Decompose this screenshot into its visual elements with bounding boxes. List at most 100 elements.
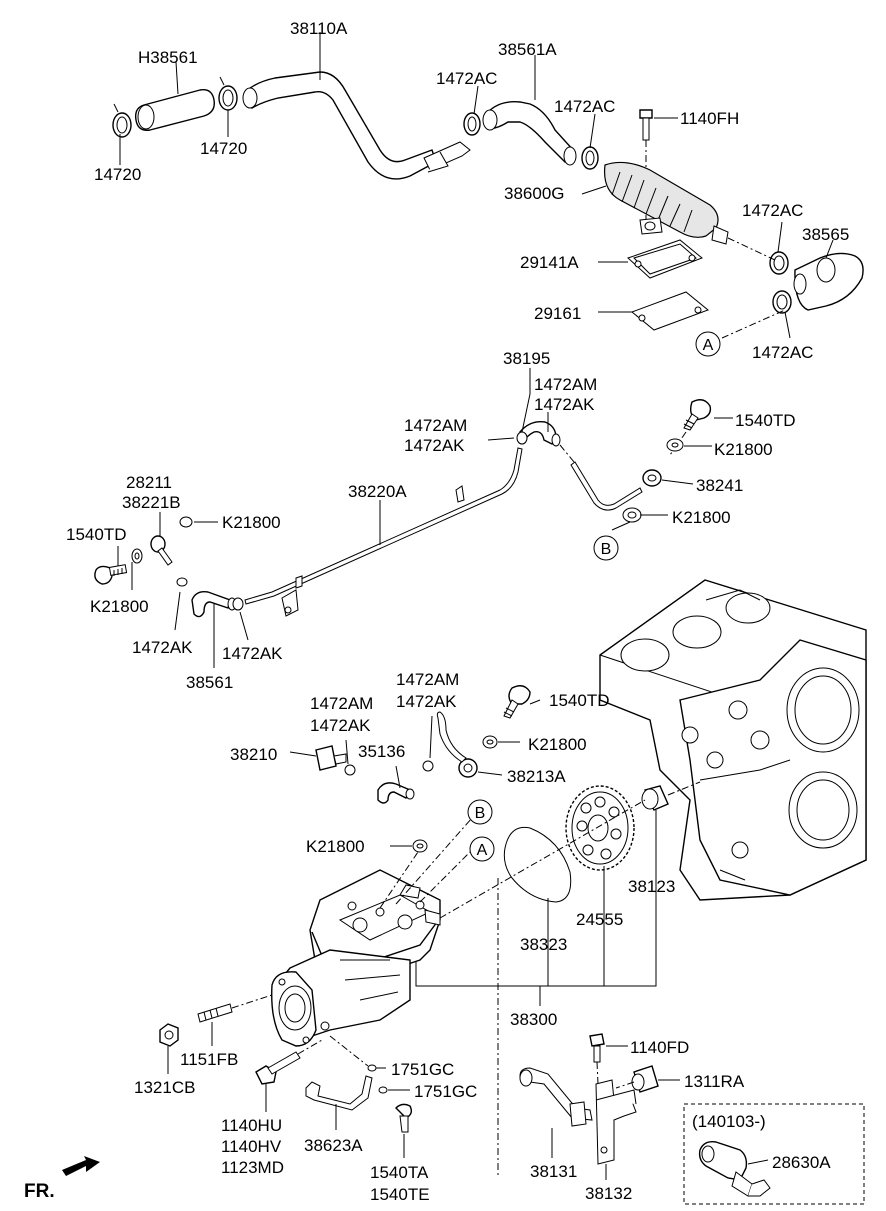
label-1472ak-5: 1472AK (396, 692, 457, 711)
label-1472ak-2: 1472AK (404, 436, 465, 455)
label-38623a: 38623A (304, 1136, 363, 1155)
callout-a-low-text: A (477, 842, 488, 859)
label-1540td-3: 1540TD (549, 691, 609, 710)
nut-1321cb (159, 1023, 179, 1047)
hose-clamp-1472ac-right (769, 251, 789, 275)
label-k21800-4: K21800 (90, 597, 149, 616)
washer-k21800-left (131, 548, 143, 564)
label-38221b: 38221B (122, 493, 181, 512)
label-1140hu: 1140HU (221, 1116, 282, 1135)
pipe-38220a (244, 447, 523, 617)
label-1472am-3: 1472AM (396, 670, 459, 689)
label-1151fb: 1151FB (180, 1050, 238, 1069)
washer-k21800-small (179, 516, 193, 528)
pipe-38131 (519, 1067, 593, 1127)
centerline-low-5 (419, 851, 471, 903)
bolt-1540td-left (94, 564, 128, 585)
label-k21800-2: K21800 (672, 508, 731, 527)
label-1472ak-4: 1472AK (222, 644, 283, 663)
hose-38565 (793, 252, 864, 311)
label-1472ak-6: 1472AK (310, 716, 371, 735)
label-38110a: 38110A (290, 19, 348, 38)
label-1472ac-3: 1472AC (742, 201, 803, 220)
label-1540td-1: 1540TD (735, 411, 795, 430)
cover-plate-29161 (631, 291, 709, 331)
label-38600g: 38600G (504, 184, 565, 203)
hose-35136 (377, 782, 415, 804)
label-1751gc-1: 1751GC (391, 1060, 454, 1079)
hose-38561a (482, 101, 577, 166)
label-38123: 38123 (628, 877, 675, 896)
label-1123md: 1123MD (221, 1158, 284, 1177)
washer-k21800-top (666, 438, 684, 452)
hose-clamp-1472ac-upper (463, 112, 481, 136)
hose-clamp-1472ac-mid (581, 146, 599, 170)
front-label: FR. (24, 1181, 55, 1202)
bolt-1540td-top (669, 399, 712, 456)
label-38241: 38241 (696, 476, 743, 495)
label-1751gc-2: 1751GC (414, 1082, 477, 1101)
banjo-38241 (642, 469, 662, 487)
washer-k21800-comp (412, 839, 428, 853)
label-1140hv: 1140HV (221, 1137, 282, 1156)
bolt-1140hu (255, 1039, 323, 1085)
label-38220a: 38220A (348, 482, 407, 501)
label-28211: 28211 (126, 473, 172, 492)
centerline-low-3 (379, 851, 419, 909)
label-1140fd: 1140FD (630, 1038, 689, 1057)
callout-b-low-text: B (475, 805, 486, 822)
gasket-38323 (503, 826, 572, 903)
label-38300: 38300 (510, 1010, 557, 1029)
engine-block-drawing (599, 579, 867, 901)
label-38323: 38323 (520, 935, 567, 954)
o-ring-1751gc-1 (329, 1035, 377, 1072)
callout-a-top: A (695, 331, 721, 357)
bolt-1540td-lower (503, 685, 531, 719)
label-k21800-1: K21800 (714, 440, 773, 459)
label-1540ta: 1540TA (370, 1163, 429, 1182)
gear-24555 (565, 785, 635, 871)
label-38132: 38132 (585, 1184, 632, 1203)
label-1540te: 1540TE (370, 1185, 430, 1204)
label-38195: 38195 (503, 349, 550, 368)
leader-lines (117, 32, 834, 1180)
hose-clamp-14720-left (112, 103, 132, 138)
label-35136: 35136 (358, 742, 405, 761)
label-38210: 38210 (230, 745, 277, 764)
stud-1151fb (197, 994, 273, 1023)
centerline-low-2 (439, 799, 646, 919)
clip-1472ak-right (232, 597, 244, 611)
washer-k21800-lower (482, 735, 498, 749)
label-38561a: 38561A (498, 40, 557, 59)
callout-b-mid-text: B (601, 541, 612, 558)
callout-b-low: B (467, 799, 493, 825)
clip-1472ak-lower-a (344, 764, 356, 776)
bolt-1140fd (589, 1033, 605, 1085)
label-1472am-1: 1472AM (534, 375, 597, 394)
spacer-1311ra (615, 1065, 659, 1093)
air-compressor-drawing (271, 869, 441, 1047)
banjo-38213a (436, 711, 478, 778)
bracket-38132 (595, 1079, 637, 1165)
label-1472ak-1: 1472AK (534, 395, 595, 414)
label-1311ra: 1311RA (684, 1072, 745, 1091)
label-h38561: H38561 (138, 48, 198, 67)
pipe-38623a (305, 1075, 373, 1111)
label-38565: 38565 (802, 225, 849, 244)
label-1472ac-4: 1472AC (752, 343, 813, 362)
part-labels: H38561 38110A 38561A 1472AC 1472AC 1140F… (24, 19, 849, 1204)
clip-1472ak-lower-b (422, 760, 434, 772)
label-38131: 38131 (530, 1162, 577, 1181)
hose-38561 (191, 590, 237, 618)
o-ring-1751gc-2 (378, 1086, 388, 1094)
callout-a-top-text: A (703, 337, 714, 354)
label-29141a: 29141A (520, 253, 579, 272)
label-1140fh: 1140FH (680, 109, 739, 128)
centerline-top-1 (727, 237, 776, 261)
centerline-top-2 (721, 309, 786, 339)
label-28630a: 28630A (772, 1153, 831, 1172)
washer-k21800-b (622, 507, 642, 523)
label-1321cb: 1321CB (134, 1078, 195, 1097)
clip-1472ak-left (176, 577, 188, 587)
